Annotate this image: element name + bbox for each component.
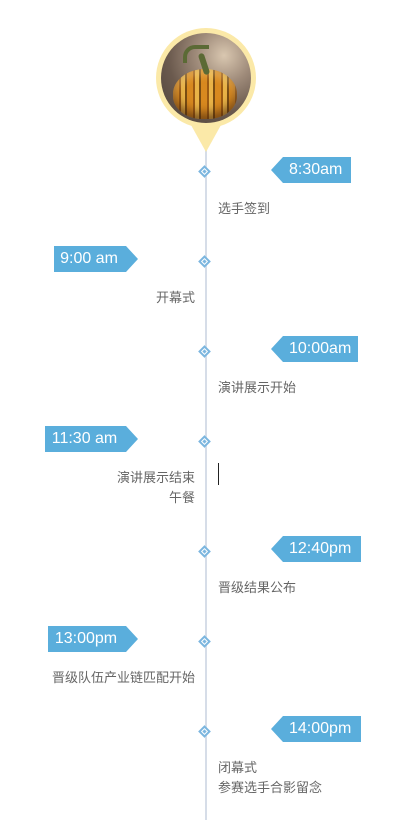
event-description-line: 演讲展示开始 <box>218 381 297 396</box>
pumpkin-body <box>173 69 237 119</box>
event-description: 闭幕式 参赛选手合影留念 <box>218 759 322 799</box>
time-tag: 14:00pm <box>271 716 361 742</box>
event-description-line: 晋级队伍产业链匹配开始 <box>51 671 195 686</box>
event-description: 晋级结果公布 <box>218 579 296 599</box>
event-description: 演讲展示开始 <box>218 379 296 399</box>
event-description-line: 开幕式 <box>155 291 195 306</box>
time-tag: 9:00 am <box>54 246 138 272</box>
timeline-line <box>205 140 207 820</box>
text-cursor <box>218 463 219 485</box>
event-description-line: 演讲展示结束 <box>116 471 195 486</box>
diamond-marker-icon <box>198 435 211 448</box>
diamond-marker-icon <box>198 635 211 648</box>
pumpkin-photo <box>161 33 251 123</box>
diamond-marker-icon <box>198 545 211 558</box>
event-description-line: 闭幕式 <box>218 761 258 776</box>
avatar <box>156 28 256 152</box>
event-description-line: 参赛选手合影留念 <box>218 781 323 796</box>
time-tag: 12:40pm <box>271 536 361 562</box>
diamond-marker-icon <box>198 165 211 178</box>
event-description: 选手签到 <box>218 200 270 220</box>
event-description: 演讲展示结束 午餐 <box>117 469 195 509</box>
time-tag: 8:30am <box>271 157 351 183</box>
time-tag: 10:00am <box>271 336 358 362</box>
event-description: 开幕式 <box>156 289 195 309</box>
diamond-marker-icon <box>198 255 211 268</box>
pumpkin-stem-curl <box>183 45 209 63</box>
event-description: 晋级队伍产业链匹配开始 <box>52 669 195 689</box>
diamond-marker-icon <box>198 725 211 738</box>
time-tag: 11:30 am <box>45 426 138 452</box>
time-tag: 13:00pm <box>48 626 138 652</box>
event-description-line: 午餐 <box>168 491 195 506</box>
event-description-line: 选手签到 <box>218 202 271 217</box>
event-description-line: 晋级结果公布 <box>218 581 297 596</box>
diamond-marker-icon <box>198 345 211 358</box>
